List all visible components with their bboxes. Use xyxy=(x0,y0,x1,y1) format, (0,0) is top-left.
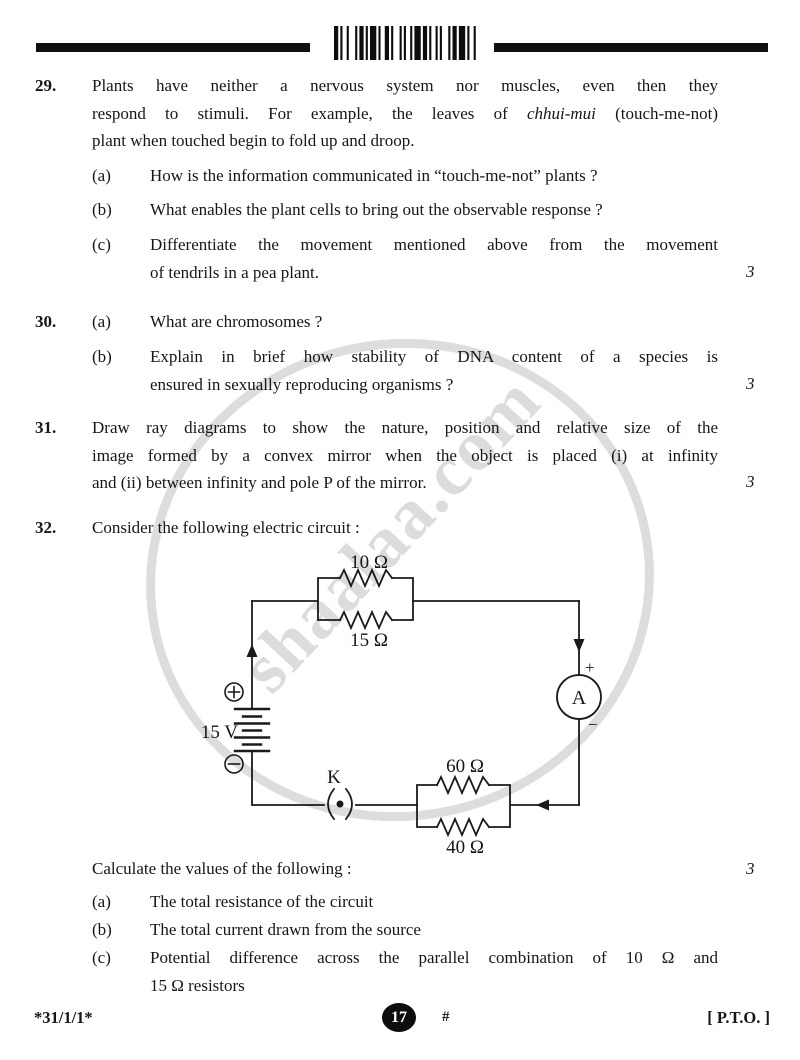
question-31-paragraph: Draw ray diagrams to show the nature, po… xyxy=(92,414,718,497)
plug-key-switch xyxy=(327,787,353,821)
battery-voltage-label: 15 V xyxy=(201,722,238,743)
marks-q32: 3 xyxy=(746,859,755,878)
page-number: 17 xyxy=(391,1008,407,1026)
resistor-10-ohm xyxy=(338,567,394,589)
wire xyxy=(488,784,511,806)
question-number: 31. xyxy=(35,418,57,437)
ammeter-label: A xyxy=(572,687,587,709)
watermark-ellipse xyxy=(146,338,654,822)
sub-label: (a) xyxy=(92,892,111,911)
ammeter-minus-label: − xyxy=(588,715,598,734)
page-number-badge: 17 xyxy=(382,1003,416,1032)
sub-text-line: of tendrils in a pea plant. xyxy=(150,262,320,282)
resistor-15-ohm xyxy=(338,609,394,631)
sub-text-line: Differentiate the movement mentioned abo… xyxy=(150,235,718,254)
wire xyxy=(416,784,438,806)
pto-label: [ P.T.O. ] xyxy=(707,1008,770,1027)
paragraph-line: and (ii) between infinity and pole P of … xyxy=(92,473,427,492)
sub-label: (a) xyxy=(92,312,111,331)
sub-label: (b) xyxy=(92,347,112,366)
top-right-rule xyxy=(494,43,768,52)
sub-text: Explain in brief how stability of DNA co… xyxy=(150,343,718,398)
marks-q31: 3 xyxy=(746,472,755,491)
sub-text: Differentiate the movement mentioned abo… xyxy=(150,231,718,286)
sub-text: What are chromosomes ? xyxy=(150,312,323,331)
resistor-15-ohm-label: 15 Ω xyxy=(350,630,388,651)
circuit-diagram: 10 Ω 15 Ω 60 Ω 40 Ω 15 V K A + − xyxy=(201,552,602,858)
wire xyxy=(391,577,414,602)
sub-label: (c) xyxy=(92,235,111,254)
sub-text-line: Explain in brief how stability of DNA co… xyxy=(150,347,718,366)
paragraph-line: Draw ray diagrams to show the nature, po… xyxy=(92,418,718,437)
paragraph-segment-italic: chhui-mui xyxy=(526,103,596,123)
battery-plus-terminal-icon xyxy=(224,682,244,702)
barcode xyxy=(334,26,476,60)
sub-text: What enables the plant cells to bring ou… xyxy=(150,200,603,219)
question-29c: (c) Differentiate the movement mentioned… xyxy=(92,231,718,286)
circuit-wires xyxy=(224,567,602,838)
switch-dot xyxy=(336,800,344,808)
question-32a: (a) The total resistance of the circuit xyxy=(92,888,718,916)
question-32-intro: Consider the following electric circuit … xyxy=(92,518,360,537)
sub-label: (a) xyxy=(92,166,111,185)
question-29b: (b) What enables the plant cells to brin… xyxy=(92,196,718,224)
switch-label: K xyxy=(327,767,341,788)
top-left-rule xyxy=(36,43,310,52)
question-29a: (a) How is the information communicated … xyxy=(92,162,718,190)
question-number: 29. xyxy=(35,76,57,95)
question-32-calc: Calculate the values of the following : xyxy=(92,859,352,878)
paragraph-line: Plants have neither a nervous system nor… xyxy=(92,76,718,95)
sub-text-line: ensured in sexually reproducing organism… xyxy=(150,374,454,394)
wire xyxy=(391,600,414,621)
resistor-60-ohm xyxy=(435,774,491,796)
question-32: 32. Consider the following electric circ… xyxy=(35,514,718,542)
sub-text-line: 15 Ω resistors xyxy=(150,975,245,995)
question-32c: (c) Potential difference across the para… xyxy=(92,944,718,999)
sub-text-line: Potential difference across the parallel… xyxy=(150,948,718,967)
wire xyxy=(251,750,325,806)
question-30: 30. (a) What are chromosomes ? xyxy=(35,308,718,336)
switch-right-arc xyxy=(344,787,353,821)
battery-minus-terminal-icon xyxy=(224,754,244,774)
wire xyxy=(488,804,511,828)
resistor-40-ohm-label: 40 Ω xyxy=(446,837,484,858)
current-arrow-up xyxy=(246,644,258,657)
battery-cells xyxy=(233,707,271,753)
sub-text: The total current drawn from the source xyxy=(150,920,421,939)
paragraph-line: respond to stimuli. For example, the lea… xyxy=(92,100,718,128)
sub-label: (c) xyxy=(92,948,111,967)
sub-text: Potential difference across the parallel… xyxy=(150,944,718,999)
resistor-10-ohm-label: 10 Ω xyxy=(350,552,388,573)
question-number: 32. xyxy=(35,518,57,537)
question-31: 31. Draw ray diagrams to show the nature… xyxy=(35,414,718,497)
wire xyxy=(317,577,341,602)
question-30b: (b) Explain in brief how stability of DN… xyxy=(92,343,718,398)
current-arrow-down xyxy=(573,639,585,652)
resistor-60-ohm-label: 60 Ω xyxy=(446,756,484,777)
sub-text: How is the information communicated in “… xyxy=(150,166,598,185)
switch-left-arc xyxy=(327,787,336,821)
paragraph-segment: respond to stimuli. For example, the lea… xyxy=(92,103,527,123)
paragraph-segment: (touch-me-not) xyxy=(595,103,718,123)
paragraph-line: plant when touched begin to fold up and … xyxy=(92,131,415,150)
ammeter-plus-label: + xyxy=(585,658,595,677)
question-29: 29. Plants have neither a nervous system… xyxy=(35,72,718,155)
resistor-40-ohm xyxy=(435,816,491,838)
sub-label: (b) xyxy=(92,200,112,219)
marks-q29: 3 xyxy=(746,262,755,281)
sub-text: The total resistance of the circuit xyxy=(150,892,374,911)
hash-symbol: # xyxy=(442,1009,450,1025)
paper-code: *31/1/1* xyxy=(34,1008,93,1027)
question-number: 30. xyxy=(35,312,57,331)
current-arrows xyxy=(246,639,585,811)
current-arrow-left xyxy=(536,799,549,811)
question-32b: (b) The total current drawn from the sou… xyxy=(92,916,718,944)
wire xyxy=(317,600,341,621)
sub-label: (b) xyxy=(92,920,112,939)
wire xyxy=(416,804,438,828)
paragraph-line: image formed by a convex mirror when the… xyxy=(92,445,718,465)
question-29-paragraph: Plants have neither a nervous system nor… xyxy=(92,72,718,155)
marks-q30: 3 xyxy=(746,374,755,393)
